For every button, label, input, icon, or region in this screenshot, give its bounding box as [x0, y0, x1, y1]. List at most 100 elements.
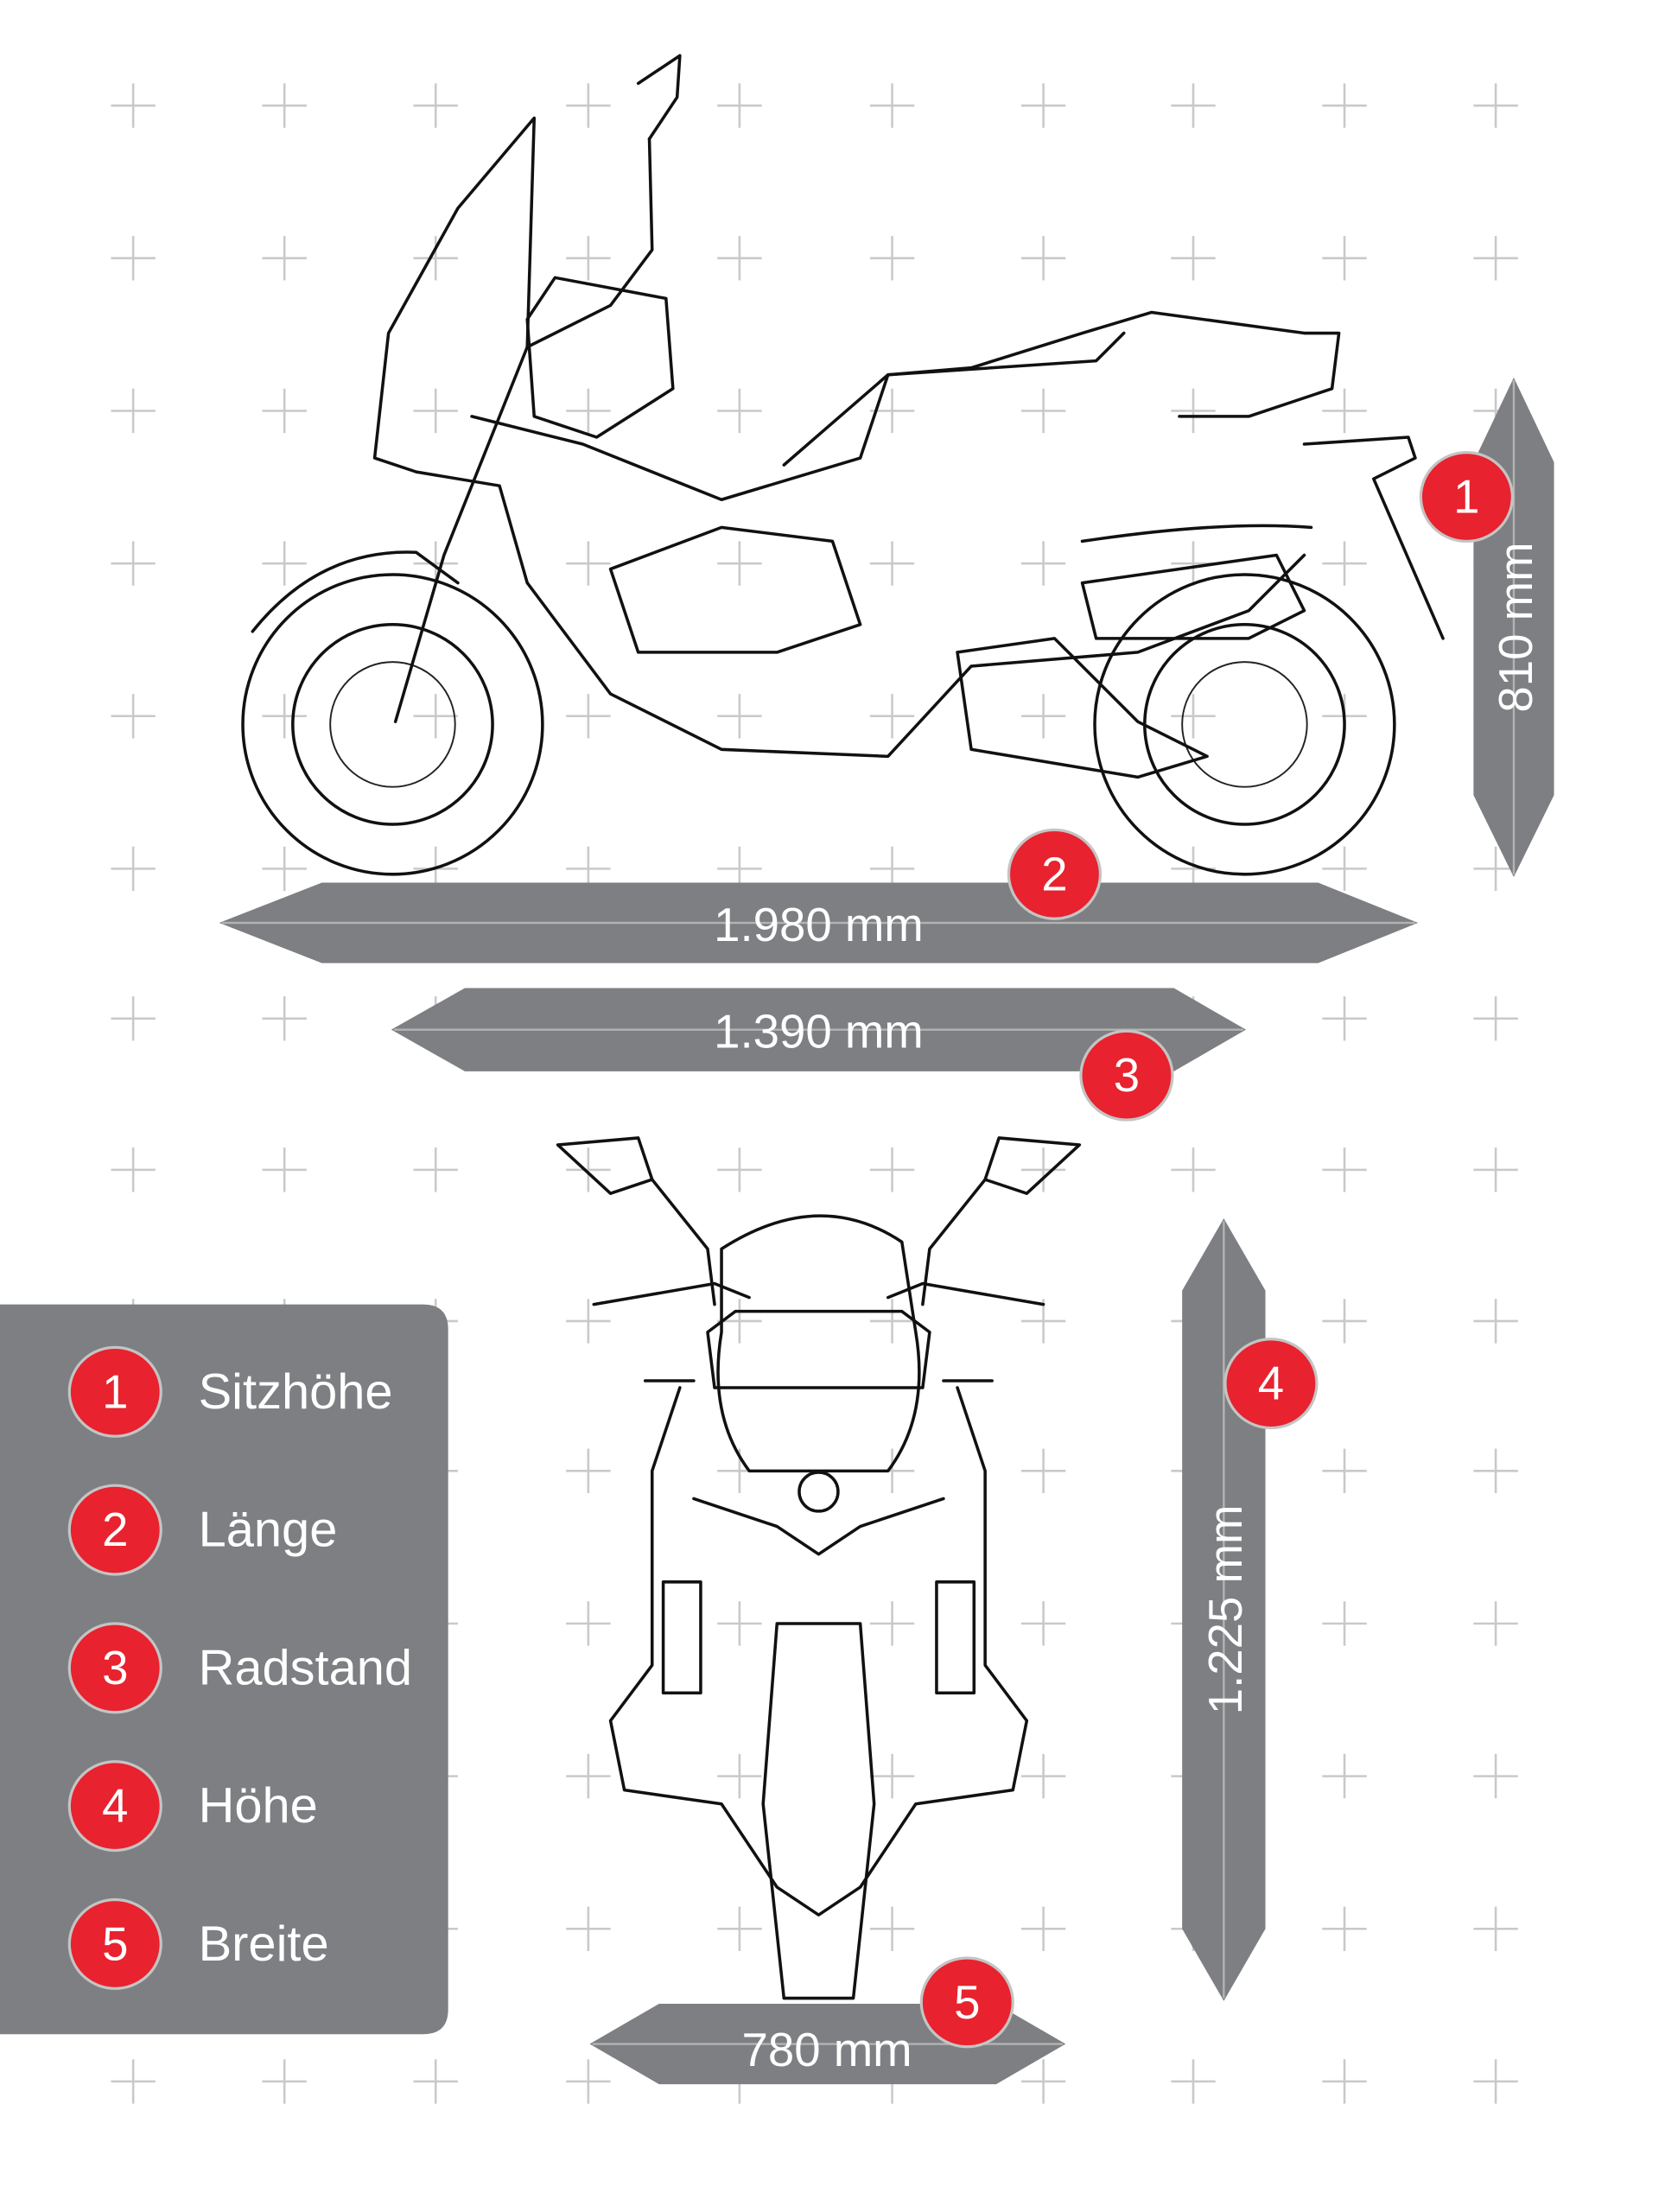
- grid-cross: [1020, 541, 1066, 586]
- seat-height-value: 810 mm: [1490, 542, 1542, 712]
- grid-cross: [1473, 996, 1518, 1041]
- grid-cross: [1322, 1753, 1367, 1799]
- grid-cross: [262, 83, 307, 128]
- legend-number: 1: [102, 1365, 128, 1418]
- grid-cross: [566, 2059, 611, 2104]
- grid-cross: [717, 83, 762, 128]
- grid-cross: [1020, 1448, 1066, 1494]
- legend-number: 3: [102, 1642, 128, 1694]
- grid-cross: [1322, 846, 1367, 892]
- grid-cross: [1322, 236, 1367, 281]
- grid-cross: [1171, 1147, 1216, 1192]
- legend-badge: [67, 1484, 162, 1576]
- grid-cross: [566, 1448, 611, 1494]
- legend-panel: 1 Sitzhöhe 2 Länge 3 Radstand 4 Höhe 5 B…: [0, 1304, 448, 2035]
- grid-cross: [869, 1147, 915, 1192]
- grid-cross: [262, 236, 307, 281]
- grid-cross: [1473, 83, 1518, 128]
- grid-cross: [1171, 2059, 1216, 2104]
- badge-number: 3: [1114, 1049, 1140, 1102]
- grid-cross: [1020, 388, 1066, 434]
- grid-cross: [869, 1601, 915, 1646]
- legend-item: 2 Länge: [67, 1484, 338, 1576]
- grid-cross: [717, 694, 762, 739]
- grid-cross: [1473, 1299, 1518, 1344]
- grid-cross: [869, 236, 915, 281]
- grid-cross: [717, 541, 762, 586]
- grid-cross: [413, 388, 458, 434]
- legend-badge: [67, 1622, 162, 1714]
- legend-item: 4 Höhe: [67, 1760, 318, 1853]
- legend-number: 5: [102, 1917, 128, 1970]
- grid-cross: [566, 1299, 611, 1344]
- legend-label: Höhe: [199, 1778, 318, 1834]
- grid-cross: [869, 694, 915, 739]
- width-value: 780 mm: [741, 2024, 912, 2076]
- grid-cross: [566, 388, 611, 434]
- grid-cross: [1020, 1299, 1066, 1344]
- badge-number: 1: [1453, 471, 1479, 524]
- badge-width: 5: [919, 1956, 1014, 2049]
- grid-cross: [1020, 694, 1066, 739]
- grid-cross: [717, 236, 762, 281]
- grid-cross: [262, 2059, 307, 2104]
- grid-cross: [566, 541, 611, 586]
- grid-cross: [111, 236, 156, 281]
- grid-cross: [111, 541, 156, 586]
- grid-cross: [1322, 1147, 1367, 1192]
- grid-cross: [1020, 1906, 1066, 1951]
- grid-cross: [1020, 1147, 1066, 1192]
- grid-cross: [869, 1753, 915, 1799]
- badge-height: 4: [1223, 1338, 1319, 1430]
- grid-cross: [869, 1906, 915, 1951]
- grid-cross: [869, 541, 915, 586]
- legend-badge: [67, 1345, 162, 1438]
- badge-number: 5: [954, 1976, 980, 2029]
- length-value: 1.980 mm: [714, 899, 924, 951]
- grid-cross: [1473, 1906, 1518, 1951]
- grid-cross: [566, 1753, 611, 1799]
- grid-cross: [1020, 236, 1066, 281]
- grid-cross: [111, 996, 156, 1041]
- grid-cross: [262, 694, 307, 739]
- badge-seat-height: 1: [1419, 451, 1514, 543]
- grid-cross: [1020, 1601, 1066, 1646]
- grid-cross: [413, 83, 458, 128]
- legend-item: 3 Radstand: [67, 1622, 412, 1714]
- grid-cross: [111, 694, 156, 739]
- legend-label: Sitzhöhe: [199, 1364, 393, 1420]
- grid-cross: [413, 236, 458, 281]
- grid-cross: [1473, 1147, 1518, 1192]
- grid-cross: [413, 1147, 458, 1192]
- dimension-bar-wheelbase: 1.390 mm: [391, 988, 1247, 1071]
- scooter-front-view-drawing: [556, 1136, 1082, 2000]
- grid-cross: [413, 694, 458, 739]
- grid-cross: [1322, 388, 1367, 434]
- legend-label: Breite: [199, 1916, 329, 1972]
- dimension-bar-length: 1.980 mm: [219, 882, 1419, 963]
- legend-item: 5 Breite: [67, 1897, 329, 1990]
- legend-label: Länge: [199, 1503, 338, 1558]
- background-grid: [111, 83, 1518, 2104]
- grid-cross: [1171, 694, 1216, 739]
- badge-number: 4: [1258, 1357, 1284, 1410]
- grid-cross: [1020, 2059, 1066, 2104]
- grid-cross: [1473, 1448, 1518, 1494]
- grid-cross: [1473, 1753, 1518, 1799]
- grid-cross: [566, 1601, 611, 1646]
- badge-wheelbase: 3: [1079, 1029, 1174, 1122]
- grid-cross: [717, 1906, 762, 1951]
- grid-cross: [111, 83, 156, 128]
- grid-cross: [1473, 236, 1518, 281]
- grid-cross: [717, 1601, 762, 1646]
- grid-cross: [1322, 1601, 1367, 1646]
- badge-length: 2: [1007, 828, 1103, 920]
- grid-cross: [1322, 83, 1367, 128]
- grid-cross: [1020, 1753, 1066, 1799]
- legend-badge: [67, 1760, 162, 1853]
- grid-cross: [1322, 1906, 1367, 1951]
- grid-cross: [413, 2059, 458, 2104]
- grid-cross: [111, 388, 156, 434]
